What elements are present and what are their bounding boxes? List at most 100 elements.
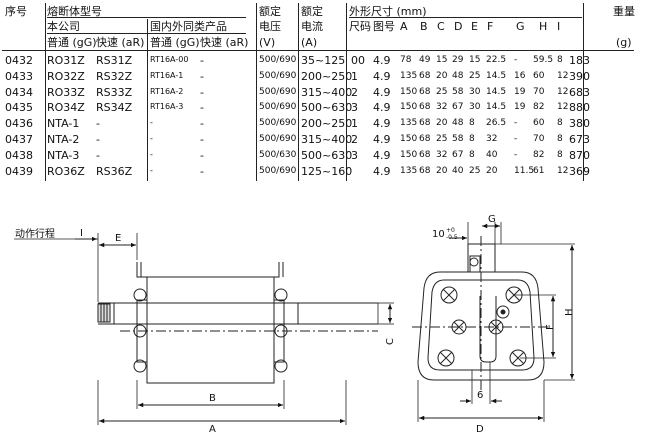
- cell-size: 1: [351, 117, 358, 131]
- cell-a: 150: [400, 86, 418, 97]
- cell-dom-ar: -: [200, 117, 204, 131]
- rivet: [274, 288, 288, 302]
- cell-f: 14.5: [486, 86, 507, 97]
- header-weight: 重量: [613, 5, 635, 18]
- cell-seq: 0435: [5, 101, 33, 115]
- cell-seq: 0436: [5, 117, 33, 131]
- cell-current: 35~125: [301, 54, 346, 67]
- cell-c: 25: [436, 134, 448, 144]
- cell-dom-gg: -: [150, 118, 153, 128]
- header-col-h: H: [539, 20, 548, 33]
- cell-current: 500~630: [301, 148, 353, 162]
- cell-i: 12: [557, 86, 569, 97]
- cell-weight: 870: [569, 148, 590, 162]
- cell-b: 68: [419, 86, 431, 97]
- cell-fig: 4.9: [373, 133, 391, 146]
- cell-seq: 0432: [5, 54, 33, 67]
- cell-e: 30: [469, 102, 481, 113]
- cell-weight: 880: [569, 101, 590, 115]
- header-voltage-unit: (V): [259, 36, 276, 49]
- header-rated-current-2: 电流: [301, 20, 323, 33]
- rivet: [274, 324, 288, 338]
- dim-label-E: E: [115, 233, 121, 244]
- cell-h: 60: [533, 70, 545, 81]
- cell-weight: 380: [569, 117, 590, 131]
- cell-e: 25: [469, 70, 481, 81]
- cell-a: 135: [400, 165, 418, 176]
- cell-e: 15: [469, 55, 481, 65]
- dim-label-D: D: [476, 424, 484, 435]
- cell-own-gg: NTA-1: [47, 117, 80, 131]
- cell-voltage: 500/690: [259, 165, 297, 176]
- cell-f: 40: [486, 149, 498, 160]
- dim-label-F: F: [545, 324, 556, 330]
- header-rated-voltage-2: 电压: [259, 20, 281, 33]
- cell-own-ar: -: [96, 133, 100, 146]
- column-rule: [583, 3, 584, 181]
- header-dimensions: 外形尺寸 (mm): [349, 5, 427, 18]
- cell-dom-gg: RT16A-1: [150, 70, 184, 80]
- column-rule: [45, 3, 46, 181]
- cell-g: -: [514, 118, 518, 129]
- cell-seq: 0437: [5, 133, 33, 146]
- cell-i: 8: [557, 118, 563, 129]
- cell-voltage: 500/690: [259, 134, 297, 144]
- cell-d: 48: [452, 70, 464, 81]
- cell-seq: 0438: [5, 148, 33, 162]
- cell-d: 58: [452, 86, 464, 97]
- cell-current: 200~250: [301, 117, 353, 131]
- cell-a: 150: [400, 134, 418, 144]
- dim-label-A: A: [209, 424, 216, 435]
- cell-g: -: [514, 149, 518, 160]
- cell-g: -: [514, 55, 518, 65]
- cell-dom-ar: -: [200, 148, 204, 162]
- cell-own-ar: -: [96, 148, 100, 162]
- cell-own-gg: RO31Z: [47, 54, 85, 67]
- pull-tab-right: [274, 262, 280, 278]
- side-view: [14, 233, 394, 425]
- cell-i: 8: [557, 149, 563, 160]
- cell-dom-gg: RT16A-2: [150, 86, 184, 96]
- cell-e: 8: [469, 118, 475, 129]
- screw-slot: [439, 351, 453, 365]
- cell-current: 315~400: [301, 85, 353, 99]
- cell-dom-ar: -: [200, 133, 204, 146]
- cell-f: 14.5: [486, 70, 507, 81]
- cell-seq: 0434: [5, 85, 33, 99]
- screw-slot: [442, 288, 456, 302]
- header-rated-current: 额定: [301, 5, 323, 18]
- header-weight-unit: (g): [616, 36, 632, 49]
- cell-h: 60: [533, 118, 545, 129]
- cell-own-ar: RS36Z: [96, 164, 133, 178]
- blade-tab-right: [283, 302, 299, 325]
- header-own: 本公司: [47, 20, 80, 33]
- cell-d: 67: [452, 102, 464, 113]
- screw: [437, 349, 455, 367]
- blade-right: [273, 299, 285, 363]
- cell-g: -: [514, 134, 518, 144]
- side-view-labels: 动作行程 I E B A C: [15, 227, 396, 435]
- cell-size: 00: [351, 54, 365, 67]
- cell-h: 70: [533, 86, 545, 97]
- cell-own-gg: NTA-2: [47, 133, 80, 146]
- header-col-d: D: [454, 20, 463, 33]
- end-view: [412, 222, 575, 422]
- fuse-body: [146, 276, 275, 384]
- travel-label: 动作行程: [15, 227, 55, 240]
- cell-i: 8: [557, 55, 563, 65]
- blade-tab-left: [113, 302, 138, 325]
- header-fig-no: 图号: [373, 20, 395, 33]
- header-col-i: I: [557, 20, 561, 33]
- cell-i: 8: [557, 134, 563, 144]
- cell-weight: 390: [569, 69, 590, 83]
- indicator: [496, 305, 510, 319]
- cell-own-ar: RS34Z: [96, 101, 133, 115]
- cell-b: 68: [419, 70, 431, 81]
- end-view-labels: G 10 +0 -0.5 H F 6 D: [432, 214, 575, 435]
- cell-size: 2: [351, 133, 358, 146]
- screw-slot: [453, 321, 465, 333]
- cell-seq: 0439: [5, 164, 33, 178]
- cell-i: 12: [557, 165, 569, 176]
- cell-a: 135: [400, 118, 418, 129]
